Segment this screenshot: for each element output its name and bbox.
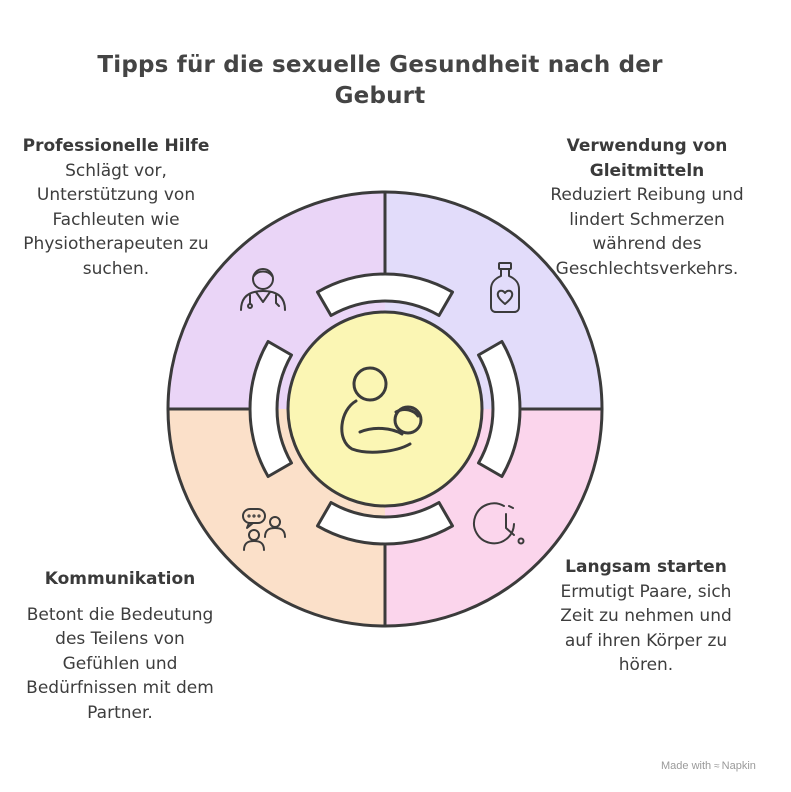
ring-segment-right bbox=[477, 340, 522, 478]
brand-text: Napkin bbox=[721, 760, 756, 772]
section-heading: Professionelle Hilfe bbox=[22, 136, 210, 156]
conversation-icon bbox=[242, 508, 286, 551]
ring-segment-top bbox=[316, 272, 454, 317]
section-description: Ermutigt Paare, sich Zeit zu nehmen und … bbox=[560, 581, 732, 676]
clock-icon bbox=[473, 502, 525, 545]
quadrant-dividers bbox=[166, 190, 604, 628]
napkin-logo-icon: ≈ bbox=[714, 761, 720, 772]
section-gleitmittel: Verwendung von Gleitmitteln Reduziert Re… bbox=[538, 134, 756, 281]
lubricant-bottle-icon bbox=[490, 262, 520, 313]
section-description: Betont die Bedeutung des Teilens von Gef… bbox=[26, 604, 214, 723]
made-with-text: Made with bbox=[661, 760, 712, 772]
ring-segment-bottom bbox=[316, 501, 454, 546]
mother-baby-icon bbox=[340, 366, 423, 454]
section-heading: Kommunikation bbox=[44, 569, 196, 589]
page-title: Tipps für die sexuelle Gesundheit nach d… bbox=[97, 52, 663, 109]
section-description: Reduziert Reibung und lindert Schmerzen … bbox=[550, 185, 744, 279]
doctor-icon bbox=[240, 268, 286, 311]
footer-attribution: Made with≈Napkin bbox=[661, 760, 756, 772]
ring-segments bbox=[248, 272, 522, 546]
section-description: Schlägt vor, Unterstützung von Fachleute… bbox=[23, 160, 209, 279]
section-langsam-starten: Langsam starten Ermutigt Paare, sich Zei… bbox=[546, 555, 746, 678]
section-professionelle-hilfe: Professionelle Hilfe Schlägt vor, Unters… bbox=[10, 134, 222, 281]
section-heading: Verwendung von Gleitmitteln bbox=[566, 136, 728, 181]
section-kommunikation: Kommunikation Betont die Bedeutung des T… bbox=[20, 567, 220, 725]
section-heading: Langsam starten bbox=[565, 557, 727, 577]
ring-segment-left bbox=[248, 340, 293, 478]
center-circle bbox=[286, 310, 484, 508]
